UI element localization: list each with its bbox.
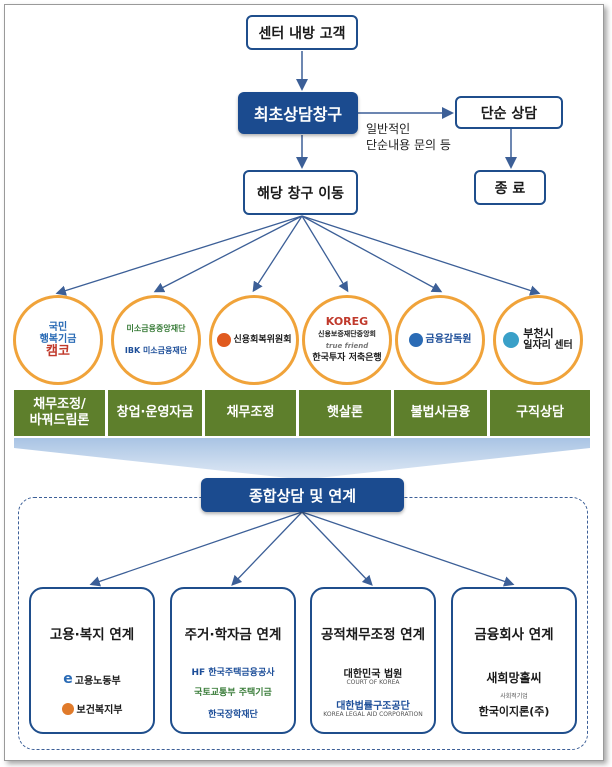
- logo-text: 대한법률구조공단: [336, 701, 410, 712]
- logo-text: 부천시: [523, 327, 554, 340]
- agency-koreg: KOREG 신용보증재단중앙회 true friend 한국투자 저축은행: [302, 295, 392, 385]
- link-card-housing-tuition: 주거·학자금 연계 HF 한국주택금융공사 국토교통부 주택기금 한국장학재단: [170, 587, 296, 734]
- service-label: 채무조정: [205, 390, 296, 436]
- logo-text: KOREA LEGAL AID CORPORATION: [323, 711, 423, 718]
- integrated-consult-box: 종합상담 및 연계: [201, 478, 404, 512]
- link-card-employment-welfare: 고용·복지 연계 e 고용노동부 보건복지부: [29, 587, 155, 734]
- logo-text: 보건복지부: [76, 705, 123, 716]
- logo-text: 캠코: [46, 344, 70, 359]
- service-label: 창업·운영자금: [108, 390, 202, 436]
- logo-text: 국민: [48, 322, 68, 333]
- card-title: 고용·복지 연계: [49, 627, 135, 643]
- logo-text: KOREG: [325, 315, 369, 328]
- simple-consult-box: 단순 상담: [455, 96, 563, 129]
- logo-text: 사회적기업: [500, 693, 528, 700]
- logo-text: COURT OF KOREA: [346, 679, 400, 686]
- moel-logo-icon: e: [63, 671, 73, 687]
- note-line-1: 일반적인: [366, 122, 411, 136]
- agency-bucheon-job: 부천시 일자리 센터: [493, 295, 583, 385]
- bucheon-logo-icon: [503, 332, 520, 348]
- agency-kamco: 국민 행복기금 캠코: [13, 295, 103, 385]
- card-title: 공적채무조정 연계: [320, 627, 426, 643]
- simple-note: 일반적인 단순내용 문의 등: [366, 121, 451, 153]
- service-label: 햇살론: [299, 390, 391, 436]
- agency-fss: 금융감독원: [395, 295, 485, 385]
- logo-text: 행복기금: [39, 334, 77, 345]
- link-card-public-debt: 공적채무조정 연계 대한민국 법원 COURT OF KOREA 대한법률구조공…: [310, 587, 436, 734]
- card-title: 금융회사 연계: [474, 627, 554, 643]
- logo-text: 미소금융중앙재단: [126, 324, 186, 333]
- note-line-2: 단순내용 문의 등: [366, 138, 451, 152]
- logo-text: 신용회복위원회: [233, 335, 292, 345]
- logo-text: 한국장학재단: [208, 710, 258, 720]
- credit-recovery-logo-icon: [216, 333, 231, 347]
- logo-text: 한국이지론(주): [478, 705, 550, 718]
- logo-text: HF 한국주택금융공사: [191, 668, 275, 678]
- fss-logo-icon: [408, 333, 423, 347]
- logo-text: 한국투자 저축은행: [312, 353, 382, 363]
- logo-text: 고용노동부: [74, 675, 121, 687]
- service-label: 구직상담: [490, 390, 590, 436]
- logo-text: 대한민국 법원: [343, 669, 403, 680]
- link-card-financial: 금융회사 연계 새희망홀씨 사회적기업 한국이지론(주): [451, 587, 577, 734]
- first-window-box: 최초상담창구: [238, 92, 358, 134]
- logo-text: 금융감독원: [425, 334, 472, 345]
- end-box: 종 료: [474, 170, 546, 205]
- agency-microfinance: 미소금융중앙재단 IBK 미소금융재단: [111, 295, 201, 385]
- agency-credit-recovery: 신용회복위원회: [209, 295, 299, 385]
- logo-text: true friend: [325, 342, 369, 350]
- move-window-box: 해당 창구 이동: [243, 170, 358, 215]
- service-label: 불법사금융: [394, 390, 487, 436]
- mohw-logo-icon: [61, 702, 74, 715]
- logo-text: 새희망홀씨: [486, 671, 542, 685]
- service-label: 채무조정/ 바꿔드림론: [14, 390, 105, 436]
- logo-text: 국토교통부 주택기금: [194, 688, 272, 698]
- card-title: 주거·학자금 연계: [184, 627, 282, 643]
- logo-text: IBK 미소금융재단: [124, 346, 188, 355]
- start-box: 센터 내방 고객: [246, 15, 358, 50]
- logo-text: 일자리 센터: [523, 340, 573, 351]
- logo-text: 신용보증재단중앙회: [318, 330, 376, 338]
- merge-band: [14, 438, 590, 478]
